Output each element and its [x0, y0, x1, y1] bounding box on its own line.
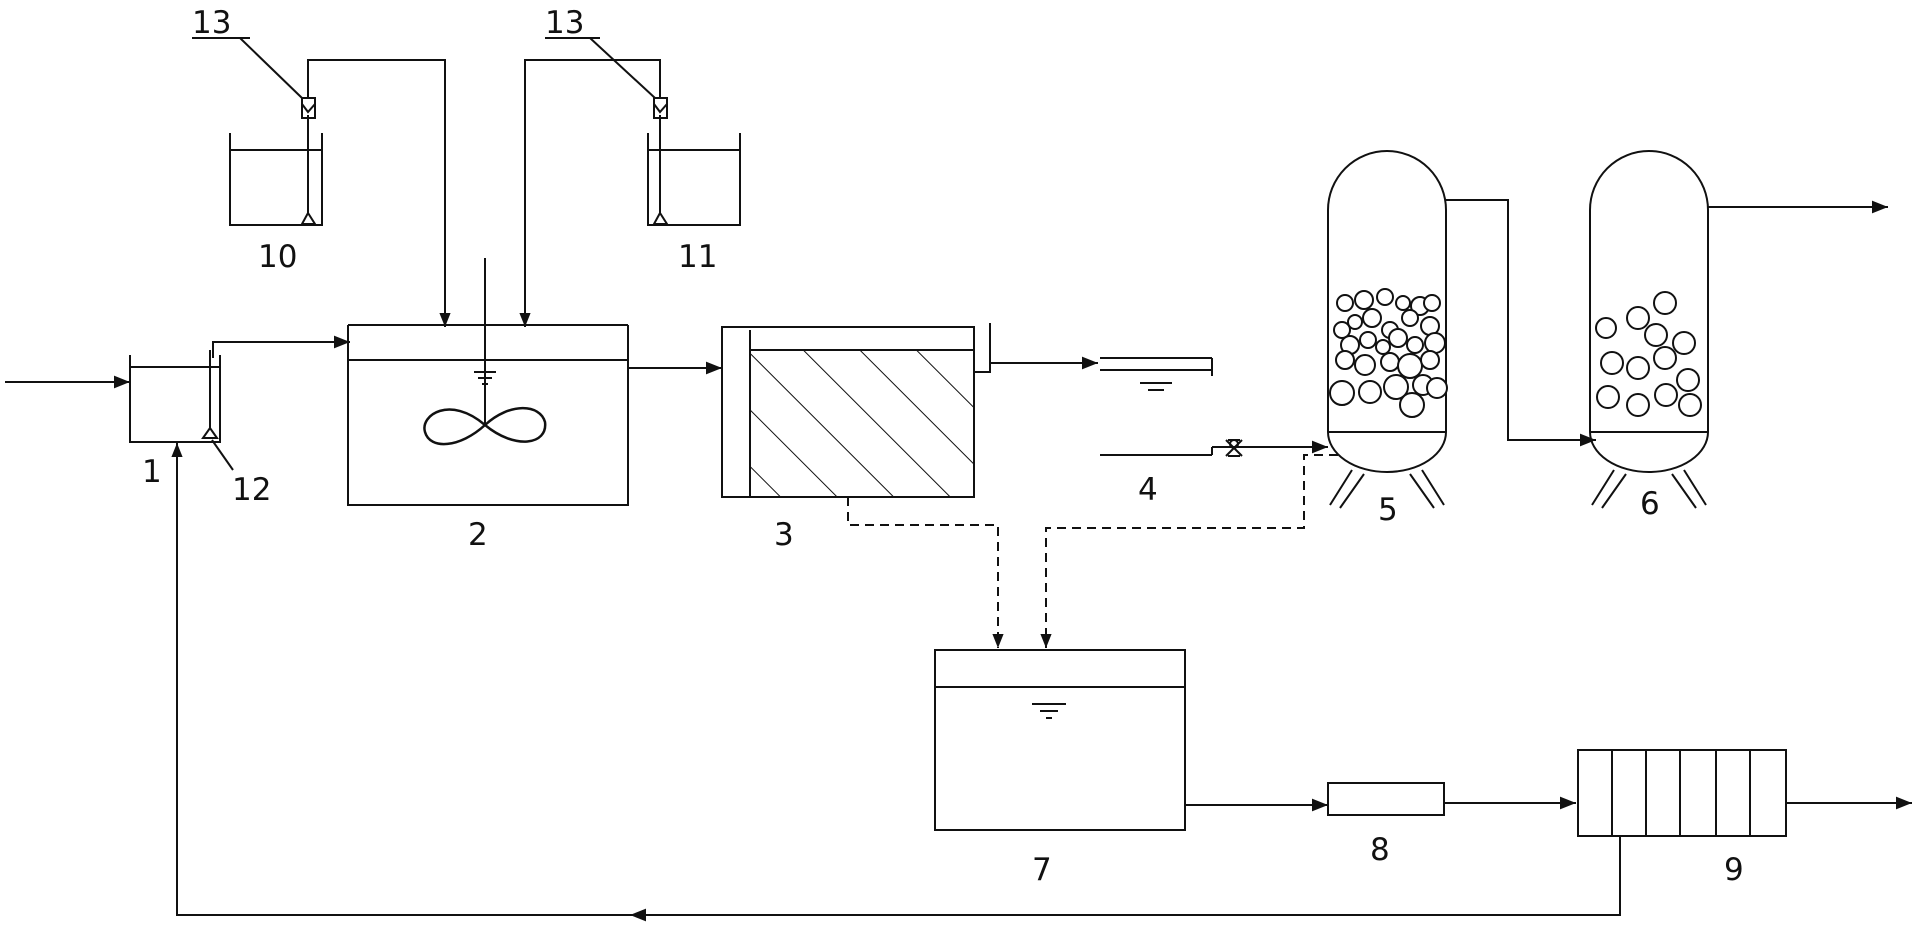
label-10: 10	[258, 239, 297, 275]
flow-5-to-6	[1446, 199, 1596, 447]
packing-bead	[1426, 377, 1448, 399]
packing-bead	[1362, 308, 1382, 328]
label-11: 11	[678, 239, 717, 275]
packing-bead	[1600, 351, 1624, 375]
packing-bead	[1406, 336, 1424, 354]
packing-bead	[1626, 393, 1650, 417]
label-9: 9	[1724, 852, 1744, 888]
packing-bead	[1397, 353, 1423, 379]
label-4: 4	[1138, 472, 1158, 508]
packing-bead	[1626, 306, 1650, 330]
packing-bead	[1354, 290, 1374, 310]
filter-tank-3	[721, 323, 991, 498]
packing-bead	[1335, 350, 1355, 370]
filter-press-9	[1577, 749, 1787, 837]
packing-bead	[1383, 374, 1409, 400]
label-5: 5	[1378, 492, 1398, 528]
unit-8-box	[1327, 782, 1445, 816]
packing-bead	[1424, 332, 1446, 354]
packing-bead	[1333, 321, 1351, 339]
label-1: 1	[142, 454, 162, 490]
packing-bead	[1672, 331, 1696, 355]
dosing-line-11-to-2	[519, 59, 661, 327]
label-12: 12	[232, 472, 271, 508]
packed-column-5	[1327, 150, 1448, 509]
label-6: 6	[1640, 486, 1660, 522]
sludge-line-3-to-7	[847, 497, 1004, 648]
packing-bead	[1347, 314, 1363, 330]
packing-bead	[1423, 294, 1441, 312]
packing-bead	[1399, 392, 1425, 418]
sludge-tank-7	[934, 649, 1186, 831]
label-8: 8	[1370, 832, 1390, 868]
reaction-tank-2	[347, 258, 629, 506]
packing-bead	[1653, 346, 1677, 370]
packing-bead	[1596, 385, 1620, 409]
packing-bead	[1388, 328, 1408, 348]
packing-bead	[1595, 317, 1617, 339]
label-7: 7	[1032, 852, 1052, 888]
packing-bead	[1329, 380, 1355, 406]
label-2: 2	[468, 517, 488, 553]
packing-bead	[1676, 368, 1700, 392]
dosing-tank-11	[647, 97, 741, 226]
tank-1	[129, 350, 234, 471]
packing-bead	[1375, 339, 1391, 355]
agitator-impeller-icon	[423, 406, 547, 446]
intermediate-tank-4	[1100, 357, 1213, 456]
dosing-tank-10	[229, 97, 323, 226]
return-line-9-to-1	[171, 443, 1621, 916]
packed-column-6	[1589, 150, 1709, 509]
packing-bead	[1359, 331, 1377, 349]
packing-bead	[1644, 323, 1668, 347]
packing-bead	[1678, 393, 1702, 417]
dosing-line-10-to-2	[307, 59, 451, 327]
label-3: 3	[774, 517, 794, 553]
packing-bead	[1420, 350, 1440, 370]
label-13a: 13	[192, 5, 231, 41]
packing-bead	[1376, 288, 1394, 306]
label-13b: 13	[545, 5, 584, 41]
packing-bead	[1358, 380, 1382, 404]
packing-bead	[1354, 354, 1376, 376]
packing-bead	[1395, 295, 1411, 311]
packing-bead	[1654, 383, 1678, 407]
packing-bead	[1380, 352, 1400, 372]
packing-bead	[1626, 356, 1650, 380]
packing-bead	[1401, 309, 1419, 327]
sludge-line-5-to-7	[1040, 454, 1338, 648]
packing-bead	[1653, 291, 1677, 315]
packing-bead	[1336, 294, 1354, 312]
flow-1-to-2	[212, 335, 350, 358]
